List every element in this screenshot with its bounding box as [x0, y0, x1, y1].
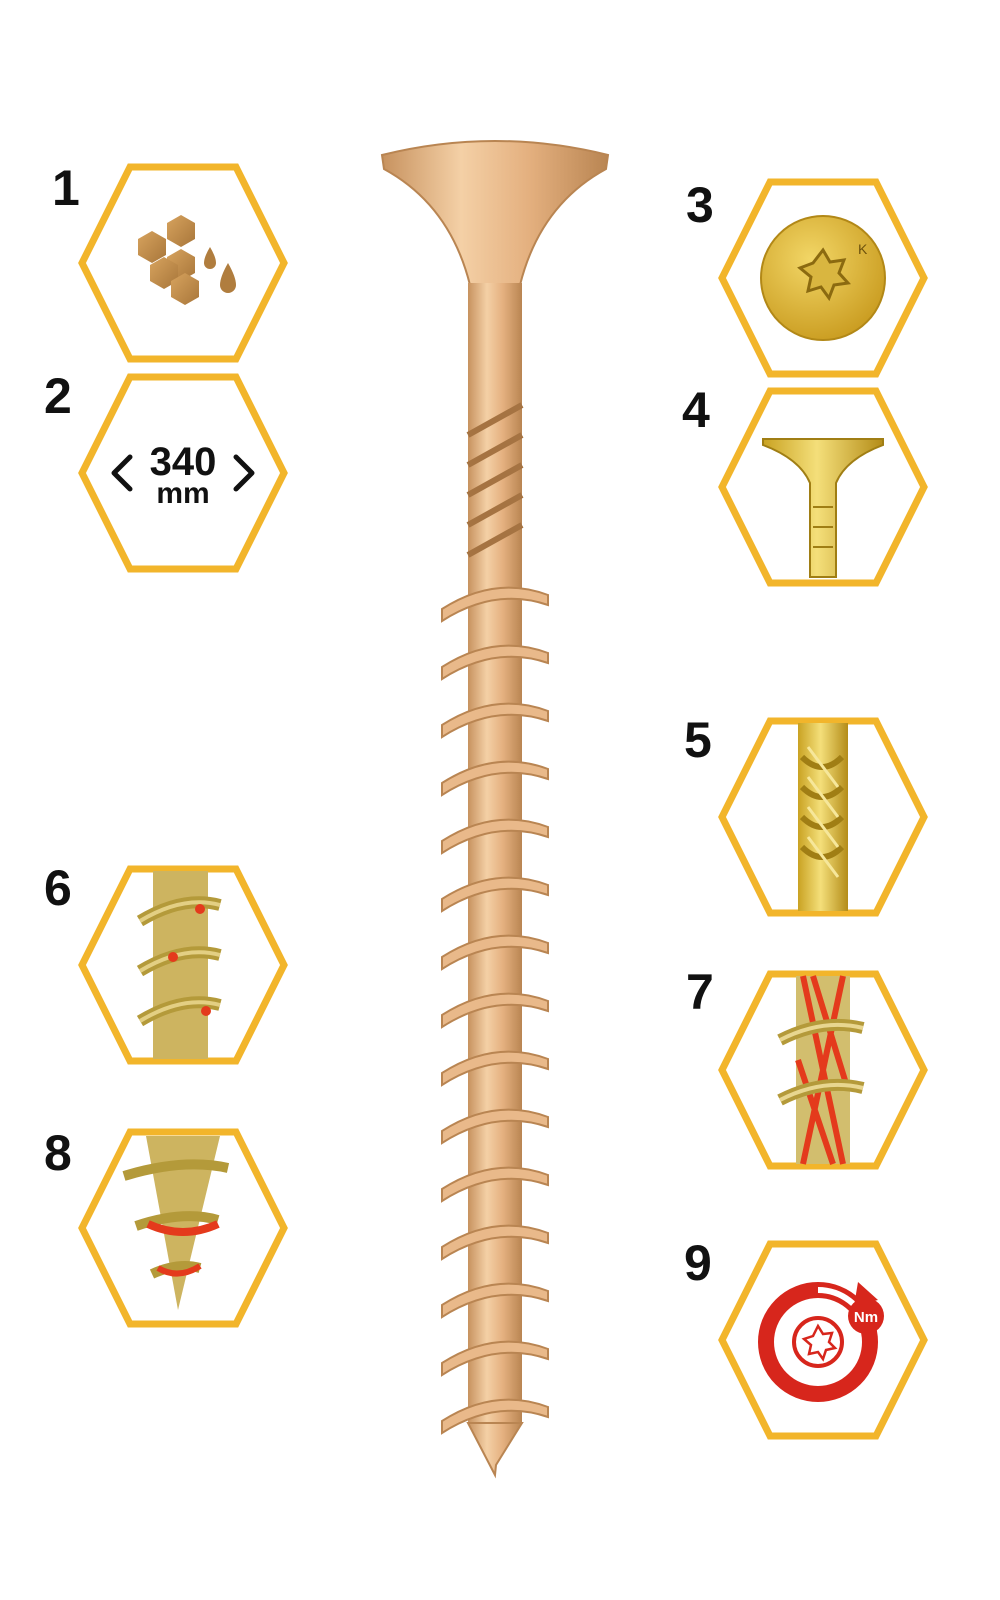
feature-hex-7 [718, 970, 928, 1170]
thread-ridge [441, 586, 549, 623]
thread-ridge [441, 1224, 549, 1261]
feature-number-7: 7 [686, 964, 714, 1020]
thread-ridge [441, 1282, 549, 1319]
feature-hex-5 [718, 717, 928, 917]
feature-number-2: 2 [44, 368, 72, 424]
screw-threads [441, 586, 549, 1435]
torx-head-icon: K [718, 178, 928, 378]
length-unit: mm [156, 477, 209, 510]
screw-tip-icon [78, 1128, 288, 1328]
thread-ridge [441, 1050, 549, 1087]
feature-number-5: 5 [684, 712, 712, 768]
feature-hex-9: Nm [718, 1240, 928, 1440]
thread-ridge [441, 760, 549, 797]
thread-ridge [441, 818, 549, 855]
thread-ridge [441, 934, 549, 971]
feature-number-9: 9 [684, 1235, 712, 1291]
torque-nm-icon: Nm [718, 1240, 928, 1440]
thread-ridge [441, 702, 549, 739]
screw-image [380, 140, 610, 1479]
feature-number-3: 3 [686, 177, 714, 233]
thread-ridge [441, 644, 549, 681]
feature-number-8: 8 [44, 1125, 72, 1181]
feature-hex-6 [78, 865, 288, 1065]
thread-ridge [441, 1340, 549, 1377]
thread-ridge [441, 992, 549, 1029]
coated-thread-icon [718, 970, 928, 1170]
feature-hex-8 [78, 1128, 288, 1328]
honeycomb-drops-icon [78, 163, 288, 363]
thread-ridge [441, 876, 549, 913]
torque-label: Nm [854, 1309, 878, 1326]
countersunk-head-icon [718, 387, 928, 587]
feature-hex-1 [78, 163, 288, 363]
svg-text:K: K [858, 241, 868, 257]
milling-ribs-icon [718, 717, 928, 917]
thread-ridge [441, 1398, 549, 1435]
feature-number-6: 6 [44, 860, 72, 916]
length-value: 340 [150, 440, 217, 484]
thread-icon [78, 865, 288, 1065]
feature-hex-3: K [718, 178, 928, 378]
feature-hex-4 [718, 387, 928, 587]
feature-number-4: 4 [682, 382, 710, 438]
feature-hex-2: 340 mm [78, 373, 288, 573]
thread-ridge [441, 1166, 549, 1203]
feature-number-1: 1 [52, 160, 80, 216]
thread-ridge [441, 1108, 549, 1145]
length-icon: 340 mm [78, 373, 288, 573]
